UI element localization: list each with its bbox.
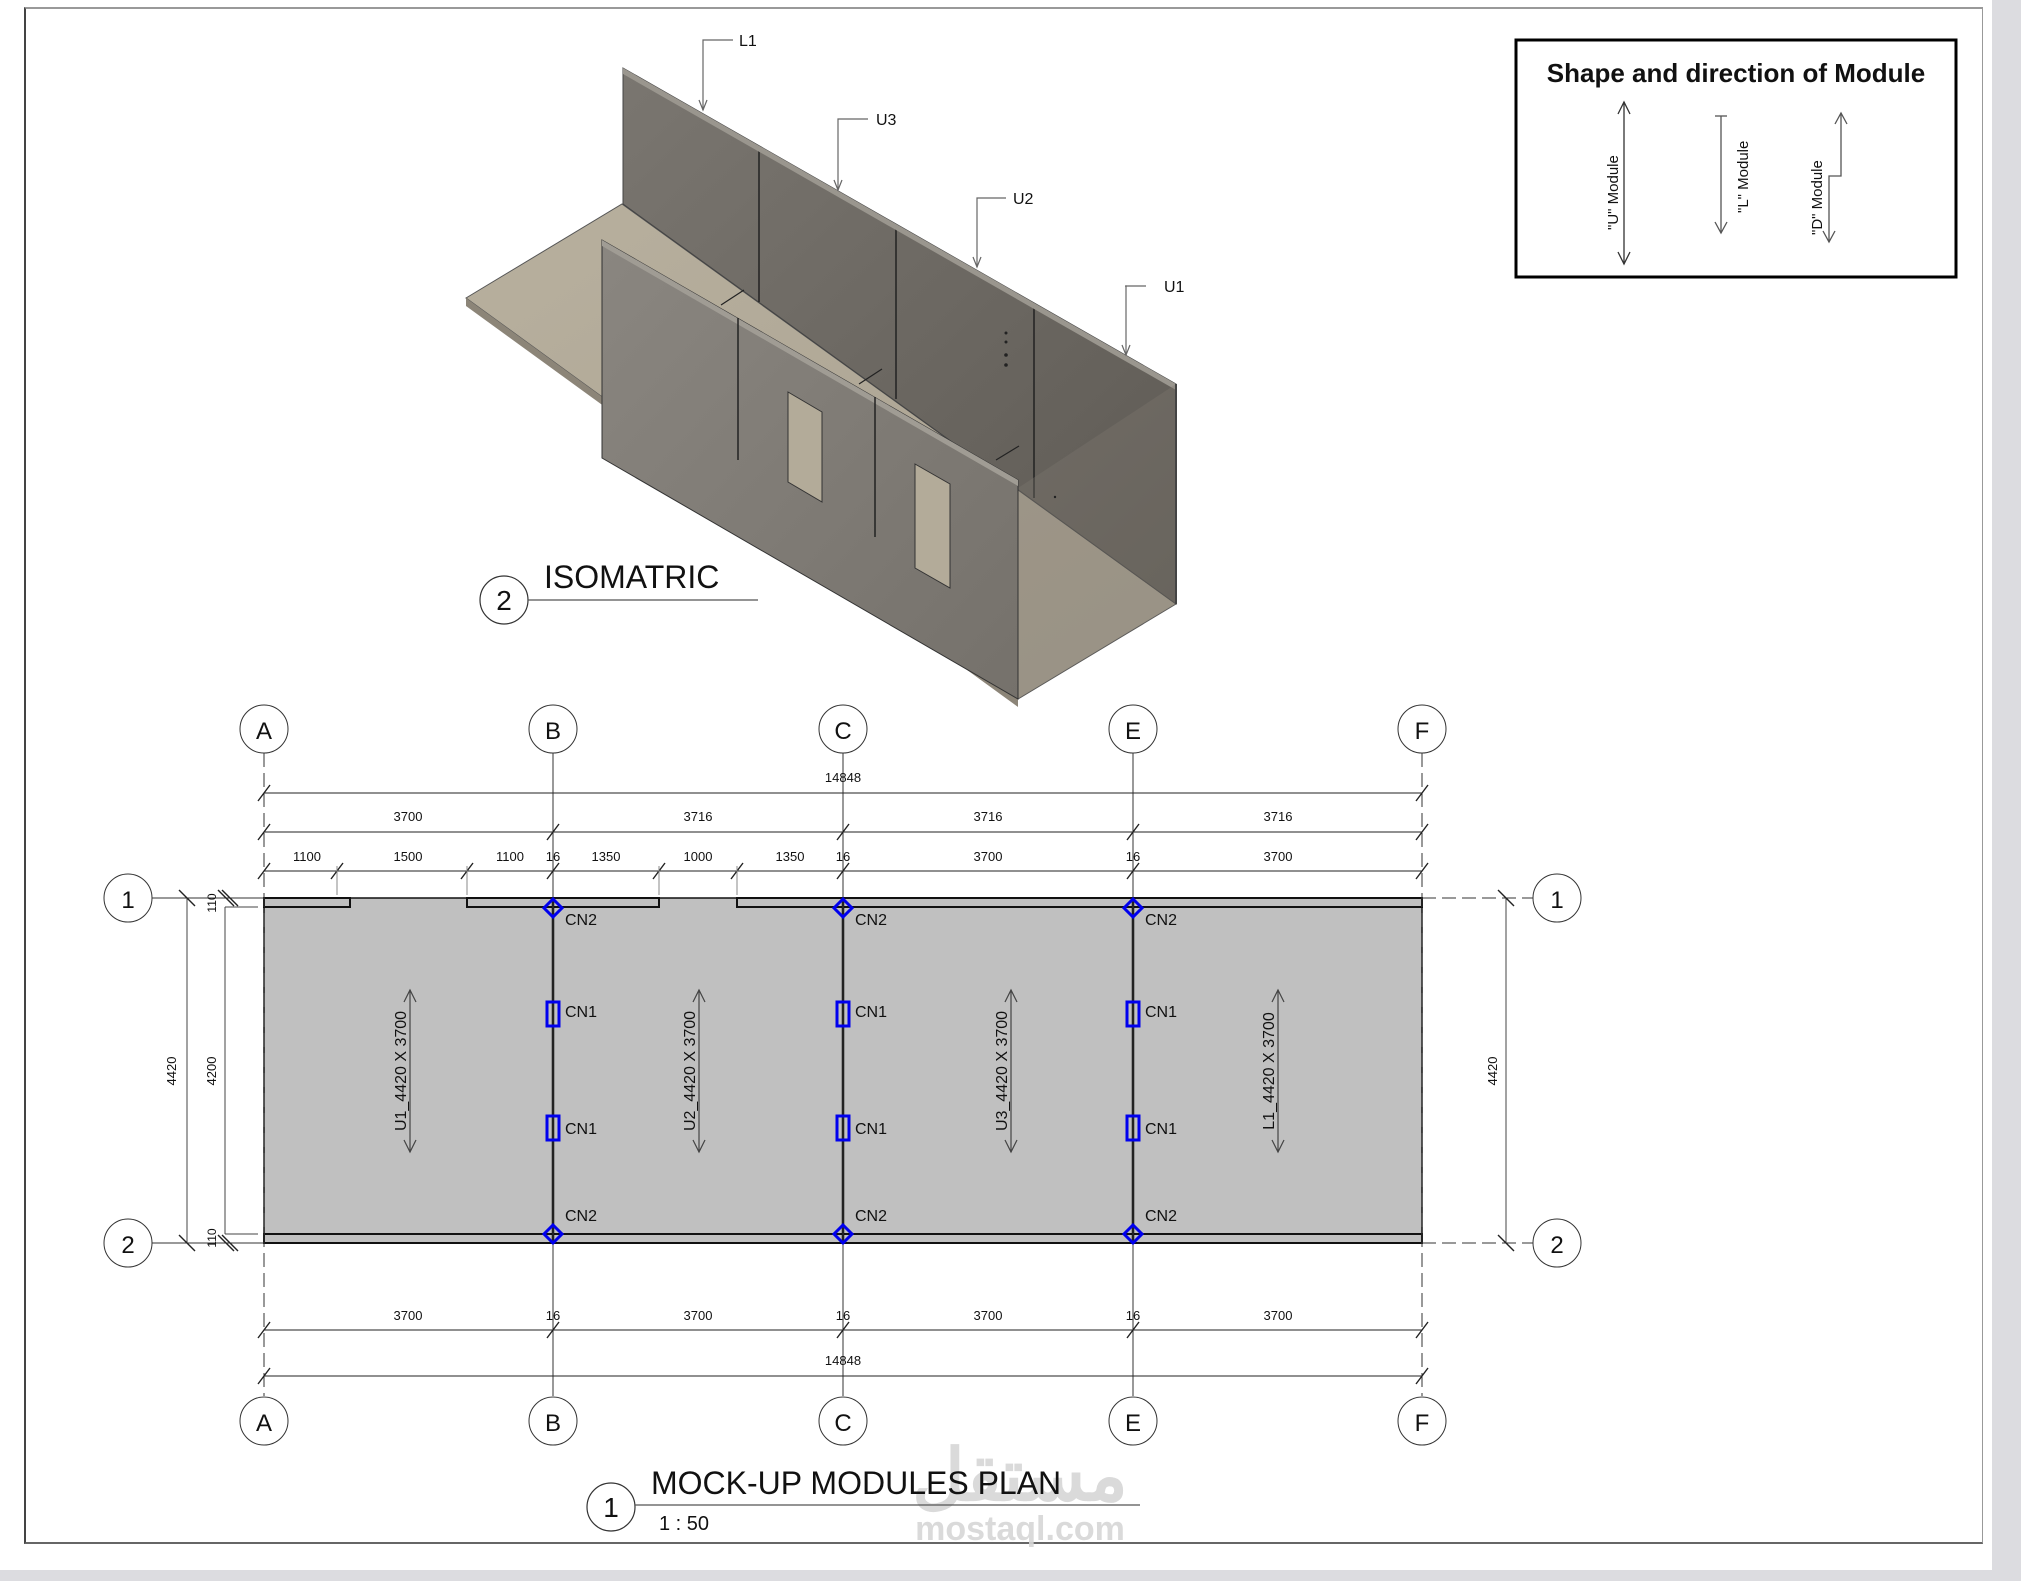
dim-segment: 1350	[592, 849, 621, 864]
module-label-u1: U1_4420 X 3700	[393, 1011, 410, 1131]
module-direction-arrows	[403, 988, 1285, 1154]
connector-label: CN2	[565, 912, 597, 929]
top-dimensions	[257, 784, 1429, 895]
dim-segment: 3700	[684, 1308, 713, 1323]
grid-bubble-1: 1	[121, 887, 134, 914]
dim-segment: 1100	[293, 849, 321, 864]
dim-segment: 3700	[1264, 849, 1293, 864]
dim-segment: 3700	[394, 1308, 423, 1323]
connector-label: CN1	[855, 1004, 887, 1021]
dim-segment: 3700	[1264, 1308, 1293, 1323]
dim-left-overall: 4420	[164, 1057, 179, 1086]
grid-bubbles-rows: 1 2 1 2	[103, 873, 1582, 1268]
dim-right-overall: 4420	[1485, 1057, 1500, 1086]
connector-label: CN2	[1145, 912, 1177, 929]
module-label-u2: U2_4420 X 3700	[682, 1011, 699, 1131]
grid-bubble-1: 1	[1550, 887, 1563, 914]
iso-tag-l1: L1	[739, 33, 757, 50]
dim-overall: 14848	[825, 770, 861, 785]
legend-item-label: "L" Module	[1735, 141, 1752, 213]
iso-view-title-text: ISOMATRIC	[544, 559, 719, 595]
grid-bubble-e: E	[1125, 718, 1141, 745]
u-module-arrow-icon	[1617, 100, 1631, 266]
plan-scale: 1 : 50	[659, 1513, 709, 1535]
dim-segment: 16	[836, 849, 850, 864]
legend-title: Shape and direction of Module	[1547, 58, 1925, 88]
dim-segment: 3700	[974, 849, 1003, 864]
bottom-dimensions	[257, 1321, 1429, 1385]
watermark: مستقل mostaql.com	[912, 1436, 1127, 1548]
grid-bubble-b: B	[545, 1410, 561, 1437]
watermark-latin: mostaql.com	[915, 1510, 1125, 1548]
dim-left-inner: 4200	[204, 1057, 219, 1086]
grid-bubble-e: E	[1125, 1410, 1141, 1437]
dim-segment: 16	[836, 1308, 850, 1323]
connector-label: CN1	[1145, 1004, 1177, 1021]
legend-item-label: "D" Module	[1809, 160, 1826, 235]
grid-bubble-f: F	[1415, 1410, 1430, 1437]
side-dimensions	[178, 889, 1515, 1252]
plan-view-title: 1 MOCK-UP MODULES PLAN 1 : 50	[586, 1465, 1140, 1535]
grid-bubble-f: F	[1415, 718, 1430, 745]
grid-bubble-2: 2	[1550, 1232, 1563, 1259]
dim-segment: 1500	[394, 849, 423, 864]
grid-bubble-2: 2	[121, 1232, 134, 1259]
iso-tag-u2: U2	[1013, 191, 1034, 208]
grid-bubble-c: C	[834, 718, 851, 745]
connector-labels: CN2 CN2 CN2 CN1 CN1 CN1 CN1 CN1 CN1 CN2 …	[565, 912, 1177, 1225]
dim-overall: 14848	[825, 1353, 861, 1368]
iso-tag-leaders	[698, 39, 1146, 357]
grid-bubble-c: C	[834, 1410, 851, 1437]
connector-label: CN1	[855, 1121, 887, 1138]
module-label-l1: L1_4420 X 3700	[1261, 1012, 1278, 1130]
dim-segment: 1000	[684, 849, 713, 864]
connector-label: CN2	[1145, 1208, 1177, 1225]
module-label-u3: U3_4420 X 3700	[994, 1011, 1011, 1131]
dim-segment: 16	[1126, 1308, 1140, 1323]
dim-wall-top: 110	[205, 893, 219, 912]
connector-label: CN1	[565, 1121, 597, 1138]
connector-label: CN2	[855, 912, 887, 929]
connector-label: CN2	[855, 1208, 887, 1225]
plan-view-number: 1	[603, 1492, 619, 1523]
d-module-arrow-icon	[1822, 111, 1848, 244]
dim-segment: 1350	[776, 849, 805, 864]
bottom-dimension-labels: 3700 16 3700 16 3700 16 3700 14848	[394, 1308, 1293, 1368]
dim-segment: 16	[1126, 849, 1140, 864]
connector-label: CN1	[565, 1004, 597, 1021]
grid-bubble-a: A	[256, 1410, 272, 1437]
connector-label: CN1	[1145, 1121, 1177, 1138]
dim-segment: 3700	[974, 1308, 1003, 1323]
grid-bubbles-top: A B C E F	[239, 704, 1447, 754]
l-module-arrow-icon	[1714, 115, 1728, 235]
grid-bubble-a: A	[256, 718, 272, 745]
sheet-border	[24, 7, 1983, 1544]
watermark-arabic: مستقل	[912, 1436, 1127, 1516]
dim-segment: 16	[546, 1308, 560, 1323]
dim-wall-bottom: 110	[205, 1228, 219, 1247]
iso-view-title: 2 ISOMATRIC	[479, 559, 758, 625]
isometric-model	[465, 67, 1177, 707]
grid-lines	[152, 753, 1533, 1396]
top-dimension-labels: 14848 3700 3716 3716 3716 1100 1500 1100…	[293, 770, 1292, 864]
dim-segment: 1100	[496, 849, 524, 864]
plan-view-title-text: MOCK-UP MODULES PLAN	[651, 1465, 1061, 1501]
dim-bay: 3716	[1264, 809, 1293, 824]
grid-bubbles-bottom: A B C E F	[239, 1396, 1447, 1446]
grid-bubble-b: B	[545, 718, 561, 745]
iso-tag-u3: U3	[876, 112, 897, 129]
iso-view-number: 2	[496, 585, 512, 616]
dim-bay: 3716	[974, 809, 1003, 824]
connector-label: CN2	[565, 1208, 597, 1225]
legend-box: Shape and direction of Module "U" Module…	[1514, 38, 1958, 279]
connector-markers	[541, 896, 1145, 1246]
dim-bay: 3700	[394, 809, 423, 824]
dim-segment: 16	[546, 849, 560, 864]
dim-bay: 3716	[684, 809, 713, 824]
iso-tag-u1: U1	[1164, 279, 1185, 296]
legend-item-label: "U" Module	[1605, 155, 1622, 230]
